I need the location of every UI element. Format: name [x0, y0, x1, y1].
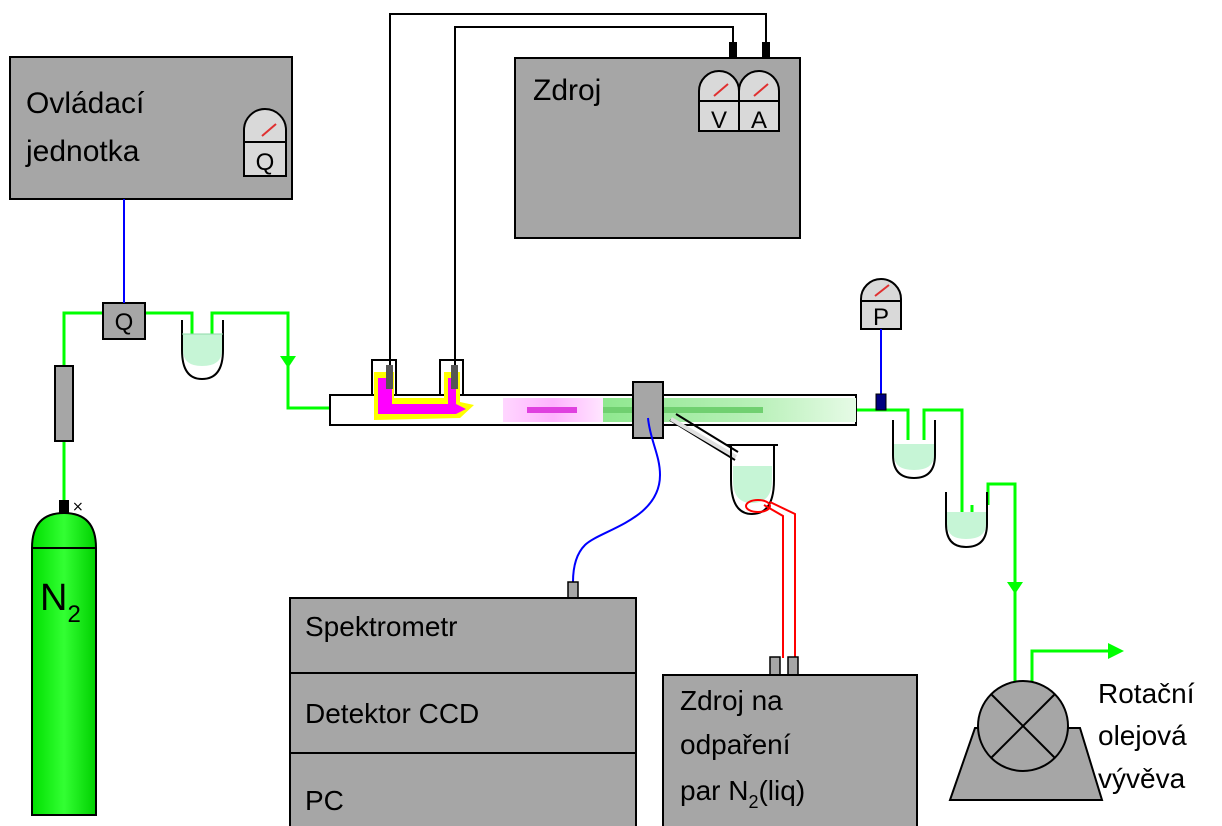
- cold-trap-1: [181, 320, 224, 381]
- pump-label-3: vývěva: [1098, 763, 1186, 794]
- pressure-port: [875, 393, 887, 411]
- gas-line-segment: [1030, 649, 1110, 685]
- electrode-wire-1: [389, 13, 767, 368]
- pink-afterglow-core: [527, 407, 577, 413]
- ammeter-letter: A: [751, 107, 767, 134]
- gas-line-segment: [856, 408, 910, 440]
- flow-controller: Q: [102, 302, 146, 340]
- voltmeter-letter: V: [711, 107, 727, 134]
- control-unit-gauge-letter: Q: [256, 149, 275, 176]
- spectrometer-box: [289, 597, 637, 674]
- green-afterglow-core: [603, 407, 763, 413]
- discharge-magenta-glow: [378, 378, 466, 414]
- cylinder-valve-icon: [59, 500, 69, 515]
- flow-arrow-icon: [280, 356, 296, 368]
- voltmeter-icon: V: [698, 70, 740, 134]
- ccd-detector-label: Detektor CCD: [305, 698, 479, 729]
- pump-label-2: olejová: [1098, 720, 1187, 751]
- evaporation-label-1: Zdroj na: [680, 685, 783, 716]
- electrode-2: [451, 365, 458, 389]
- power-supply-label: Zdroj: [533, 74, 601, 107]
- power-supply: Zdroj V A: [514, 42, 801, 239]
- fiber-connector: [567, 581, 579, 599]
- terminal-1: [729, 42, 737, 58]
- pc-box: [289, 752, 637, 826]
- flow-arrow-icon: [1007, 582, 1023, 594]
- pump-label-1: Rotační: [1098, 678, 1195, 709]
- control-unit-label-1: Ovládací: [26, 87, 145, 120]
- flow-meter-gauge-icon: Q: [243, 108, 287, 177]
- gas-line-segment: [210, 311, 330, 410]
- optical-fiber: [572, 417, 662, 583]
- gas-filter: [54, 365, 74, 442]
- flow-controller-letter: Q: [115, 309, 134, 336]
- spectrometer-label: Spektrometr: [305, 611, 458, 642]
- evaporation-supply: Zdroj na odpaření par N2(liq): [662, 656, 918, 826]
- pc-label: PC: [305, 785, 344, 816]
- terminal-b: [787, 656, 799, 676]
- pressure-gauge-letter: P: [873, 304, 889, 331]
- cylinder-gas-label: N2: [40, 577, 81, 628]
- optical-window: [632, 381, 664, 439]
- gas-line-segment: [62, 311, 105, 366]
- control-unit-label-2: jednotka: [25, 135, 140, 168]
- evaporation-supply-box: [662, 674, 918, 826]
- electrode-wire-2: [454, 26, 734, 368]
- terminal-2: [762, 42, 770, 58]
- electrode-1: [386, 365, 393, 389]
- heater-coil-icon: [745, 499, 771, 513]
- gas-line-segment: [143, 311, 194, 340]
- heater-wire-1: [763, 504, 784, 658]
- evaporation-label-2: odpaření: [680, 729, 791, 760]
- ccd-detector-box: [289, 672, 637, 754]
- control-unit: Ovládací jednotka Q: [9, 56, 293, 200]
- cold-trap-2: [892, 420, 936, 480]
- rotary-pump: Rotační olejová vývěva: [948, 678, 1195, 801]
- discharge-tube: [329, 359, 857, 461]
- valve-handle-icon: ×: [72, 499, 84, 515]
- ammeter-icon: A: [738, 70, 780, 134]
- pressure-gauge: P: [860, 278, 902, 331]
- heater-wire-2: [769, 501, 796, 658]
- gas-line: [62, 311, 1124, 685]
- ln2-dewar: [727, 444, 778, 516]
- evaporation-label-3: par N2(liq): [680, 775, 805, 812]
- exhaust-arrow-icon: [1108, 643, 1124, 659]
- cold-trap-3: [945, 492, 988, 549]
- nitrogen-cylinder: × N2: [31, 499, 97, 816]
- spectrometer-stack: Spektrometr Detektor CCD PC: [289, 597, 637, 826]
- terminal-a: [769, 656, 781, 676]
